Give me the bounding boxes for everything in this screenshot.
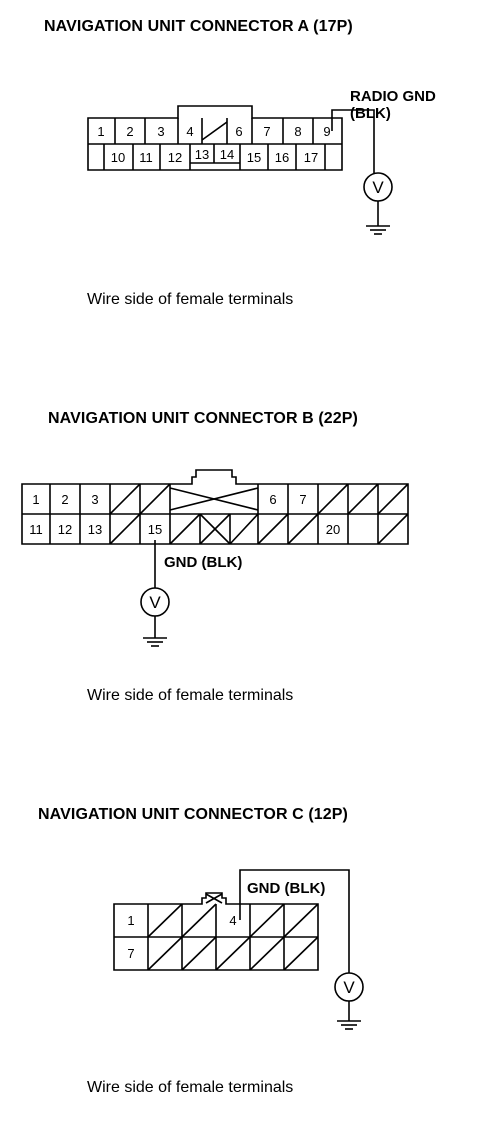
connector-a-meter-wire	[331, 109, 393, 235]
connector-a-pins: 1 2 3 4 6 7 8 9 10 11 12 13 14 15 16 17	[97, 124, 330, 165]
connector-b-pin: 6	[269, 492, 276, 507]
connector-b-pin: 12	[58, 522, 72, 537]
connector-b-pin: 1	[32, 492, 39, 507]
connector-c-body	[113, 892, 319, 971]
connector-a-pin: 13	[195, 147, 209, 162]
connector-a-title: NAVIGATION UNIT CONNECTOR A (17P)	[44, 18, 353, 35]
connector-b-pin: 15	[148, 522, 162, 537]
connector-a-pin: 6	[235, 124, 242, 139]
connector-b-body	[21, 469, 409, 545]
connector-b-pin: 11	[29, 522, 43, 537]
connector-c-caption: Wire side of female terminals	[87, 1079, 294, 1096]
connector-c-meter-wire	[239, 869, 364, 1030]
connector-b-pin: 20	[326, 522, 340, 537]
connector-b-pin: 2	[61, 492, 68, 507]
connector-a-caption: Wire side of female terminals	[87, 291, 294, 308]
connector-a-pin: 16	[275, 150, 289, 165]
connector-a-pin: 11	[139, 150, 153, 165]
connector-a-voltmeter-label: V	[372, 178, 384, 197]
connector-a-pin: 15	[247, 150, 261, 165]
connector-b-pins: 1 2 3 6 7 11 12 13 15 20	[29, 492, 340, 537]
connector-b-pin: 7	[299, 492, 306, 507]
connector-a-pin: 4	[186, 124, 193, 139]
connector-a-pin: 12	[168, 150, 182, 165]
connector-c-pin: 7	[127, 946, 134, 961]
connector-b-voltmeter-label: V	[149, 593, 161, 612]
connector-c-pins: 1 4 7	[127, 913, 236, 961]
connector-a-pin: 7	[263, 124, 270, 139]
connector-b-meter-wire	[140, 540, 170, 647]
connector-b-caption: Wire side of female terminals	[87, 687, 294, 704]
connector-a-pin: 17	[304, 150, 318, 165]
connector-a-pin: 10	[111, 150, 125, 165]
connector-c-voltmeter-label: V	[343, 978, 355, 997]
connector-b-pin: 13	[88, 522, 102, 537]
connector-c-title: NAVIGATION UNIT CONNECTOR C (12P)	[38, 806, 348, 823]
connector-a-pin: 2	[126, 124, 133, 139]
connector-a-wire-label-name: RADIO GND	[350, 88, 436, 105]
connector-c-pin: 4	[229, 913, 236, 928]
connector-a-pin: 1	[97, 124, 104, 139]
connector-a-pin: 14	[220, 147, 234, 162]
connector-a-pin: 3	[157, 124, 164, 139]
connector-b-title: NAVIGATION UNIT CONNECTOR B (22P)	[48, 410, 358, 427]
connector-a-body	[87, 105, 343, 171]
connector-a-pin: 8	[294, 124, 301, 139]
connector-c-wire-label: GND (BLK)	[247, 880, 326, 897]
connector-b-pin: 3	[91, 492, 98, 507]
connector-b-wire-label: GND (BLK)	[164, 554, 243, 571]
connector-a-pin: 9	[323, 124, 330, 139]
connector-c-pin: 1	[127, 913, 134, 928]
